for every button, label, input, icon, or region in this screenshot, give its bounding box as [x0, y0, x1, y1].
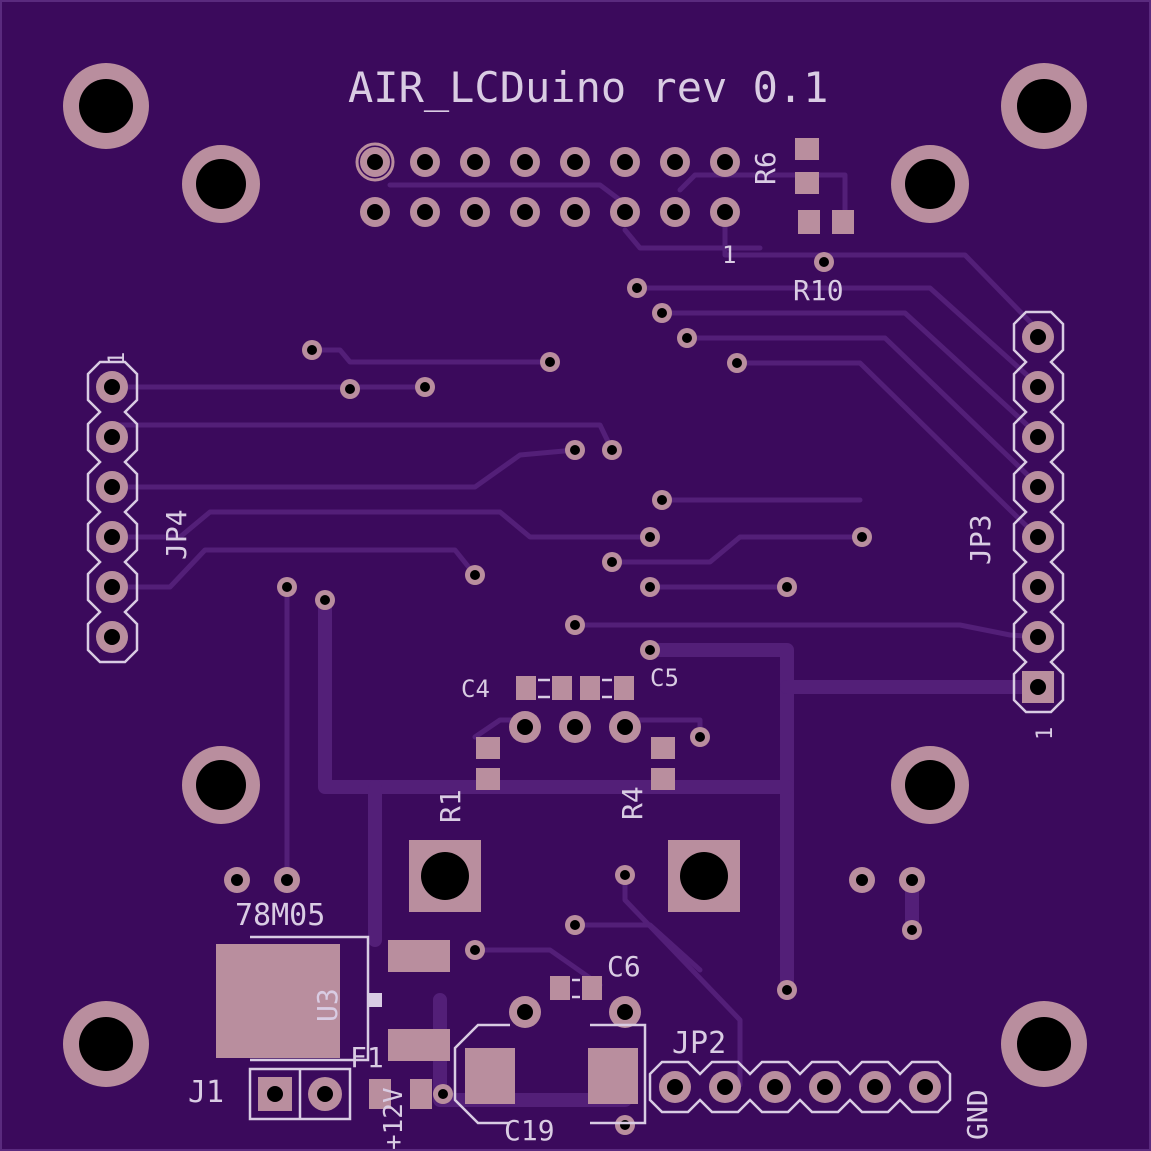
c5-label: C5	[650, 664, 679, 692]
trace	[109, 509, 653, 540]
smd-pad	[476, 737, 500, 759]
smd-pad	[476, 768, 500, 790]
u3-value-label: 78M05	[235, 898, 325, 933]
trace	[684, 335, 1041, 488]
f1-label: F1	[350, 1041, 384, 1074]
smd-pad	[410, 1079, 432, 1109]
trace	[622, 872, 743, 1088]
jp2-label: JP2	[672, 1026, 726, 1061]
smd-pad	[795, 138, 819, 160]
smd-pad	[465, 1048, 515, 1104]
jp4-silkscreen-outline	[86, 360, 139, 664]
c6-label: C6	[607, 950, 641, 983]
trace	[309, 347, 553, 365]
jp2-silkscreen-outline	[648, 1060, 952, 1114]
square-pads	[409, 840, 740, 912]
jp3-silkscreen-outline	[1012, 310, 1065, 714]
trace-power	[318, 593, 794, 794]
smd-pad	[651, 768, 675, 790]
jp4-header	[86, 360, 139, 664]
trace	[109, 547, 478, 590]
trace	[387, 182, 623, 203]
smd-pad	[388, 1029, 450, 1061]
smd-pad	[516, 676, 536, 700]
jp4-label: JP4	[160, 509, 193, 560]
smd-pad	[651, 737, 675, 759]
vias	[224, 252, 925, 1135]
jp3-header	[1012, 310, 1065, 714]
trace	[734, 360, 1041, 540]
plus-12v-label: +12V	[379, 1087, 409, 1150]
traces	[109, 172, 1045, 1107]
r4-label: R4	[616, 786, 649, 820]
smd-pad	[580, 676, 600, 700]
u3-tab-pad	[216, 944, 340, 1058]
r6-label: R6	[749, 151, 782, 185]
board-title: AIR_LCDuino rev 0.1	[348, 63, 828, 112]
trace-power	[643, 643, 794, 997]
trace	[659, 310, 1041, 438]
f1-footprint	[369, 1079, 432, 1109]
trace	[109, 447, 578, 490]
pin1-label: 1	[722, 241, 736, 269]
smd-pad	[832, 210, 854, 234]
j1-connector	[248, 1067, 352, 1121]
r10-footprint	[798, 210, 854, 234]
u3-regulator-footprint	[216, 935, 450, 1062]
r6-footprint	[795, 138, 819, 194]
smd-pad	[614, 676, 634, 700]
j1-label: J1	[188, 1075, 224, 1110]
c4-label: C4	[461, 675, 490, 703]
smd-pad	[388, 940, 450, 972]
gnd-label: GND	[961, 1089, 994, 1140]
jp3-label: JP3	[964, 514, 997, 565]
trace	[609, 534, 865, 565]
trace	[634, 285, 1041, 388]
c4-c5-footprint	[509, 676, 641, 743]
smd-pad	[588, 1048, 638, 1104]
trace	[677, 172, 848, 218]
r1-label: R1	[434, 789, 467, 823]
trace	[572, 922, 703, 973]
smd-pad	[795, 172, 819, 194]
r1-r4-footprint	[476, 737, 675, 790]
c6-footprint	[509, 976, 641, 1028]
mounting-holes	[63, 63, 1087, 1087]
jp2-header	[648, 1060, 952, 1114]
smd-pad	[369, 1079, 391, 1109]
smd-pad	[798, 210, 820, 234]
trace	[472, 947, 603, 988]
u3-label: U3	[311, 988, 344, 1022]
c19-label: C19	[504, 1114, 555, 1147]
smd-pad	[552, 676, 572, 700]
jp3-pin1-label: 1	[1033, 727, 1058, 740]
r10-label: R10	[793, 274, 844, 307]
trace	[722, 212, 1041, 333]
smd-pad	[550, 976, 570, 1000]
smd-pad	[582, 976, 602, 1000]
trace	[622, 227, 763, 251]
c19-footprint	[453, 1023, 647, 1125]
jp4-pin1-label: 1	[105, 352, 130, 365]
top-header	[355, 142, 740, 227]
